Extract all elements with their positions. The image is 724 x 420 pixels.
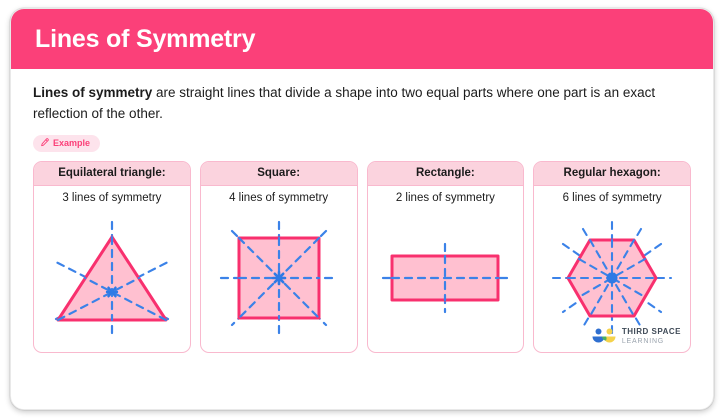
pencil-icon	[40, 138, 49, 149]
example-badge: Example	[33, 134, 101, 152]
slide-body: Lines of symmetry are straight lines tha…	[11, 69, 713, 409]
logo-line-2: LEARNING	[621, 337, 665, 345]
figure-equilateral-triangle	[34, 205, 190, 352]
badge-row: Example	[33, 134, 691, 152]
shape-card-rectangle: Rectangle: 2 lines of symmetry	[366, 160, 525, 353]
card-subtitle: 2 lines of symmetry	[395, 192, 495, 205]
page-title: Lines of Symmetry	[35, 24, 256, 53]
definition-rest: are straight lines that divide a shape i…	[33, 85, 656, 121]
card-subtitle: 3 lines of symmetry	[62, 192, 162, 205]
slide-header: Lines of Symmetry	[11, 9, 713, 69]
card-title: Square:	[200, 161, 357, 187]
figure-square	[201, 205, 357, 352]
definition-text: Lines of symmetry are straight lines tha…	[33, 83, 673, 125]
logo-wordmark: THIRD SPACE LEARNING	[622, 328, 681, 345]
card-subtitle: 4 lines of symmetry	[229, 192, 329, 205]
shape-card-equilateral-triangle: Equilateral triangle: 3 lines of symmetr…	[33, 160, 191, 353]
card-title: Rectangle:	[367, 161, 524, 187]
third-space-learning-logo: THIRD SPACE LEARNING	[591, 328, 681, 345]
card-subtitle: 6 lines of symmetry	[562, 192, 662, 205]
shape-card-square: Square: 4 lines of symmetry	[199, 160, 358, 353]
example-badge-label: Example	[53, 137, 91, 148]
shape-card-regular-hexagon: Regular hexagon: 6 lines of symmetry	[533, 160, 691, 353]
logo-mark-icon	[592, 328, 616, 343]
logo-line-1: THIRD SPACE	[621, 327, 681, 337]
card-title: Equilateral triangle:	[34, 161, 190, 187]
figure-regular-hexagon	[534, 205, 690, 352]
lesson-slide: Lines of Symmetry Lines of symmetry are …	[10, 8, 714, 410]
card-title: Regular hexagon:	[534, 161, 690, 187]
shape-cards: Equilateral triangle: 3 lines of symmetr…	[33, 160, 691, 353]
figure-rectangle	[368, 205, 524, 352]
definition-term: Lines of symmetry	[33, 85, 153, 100]
